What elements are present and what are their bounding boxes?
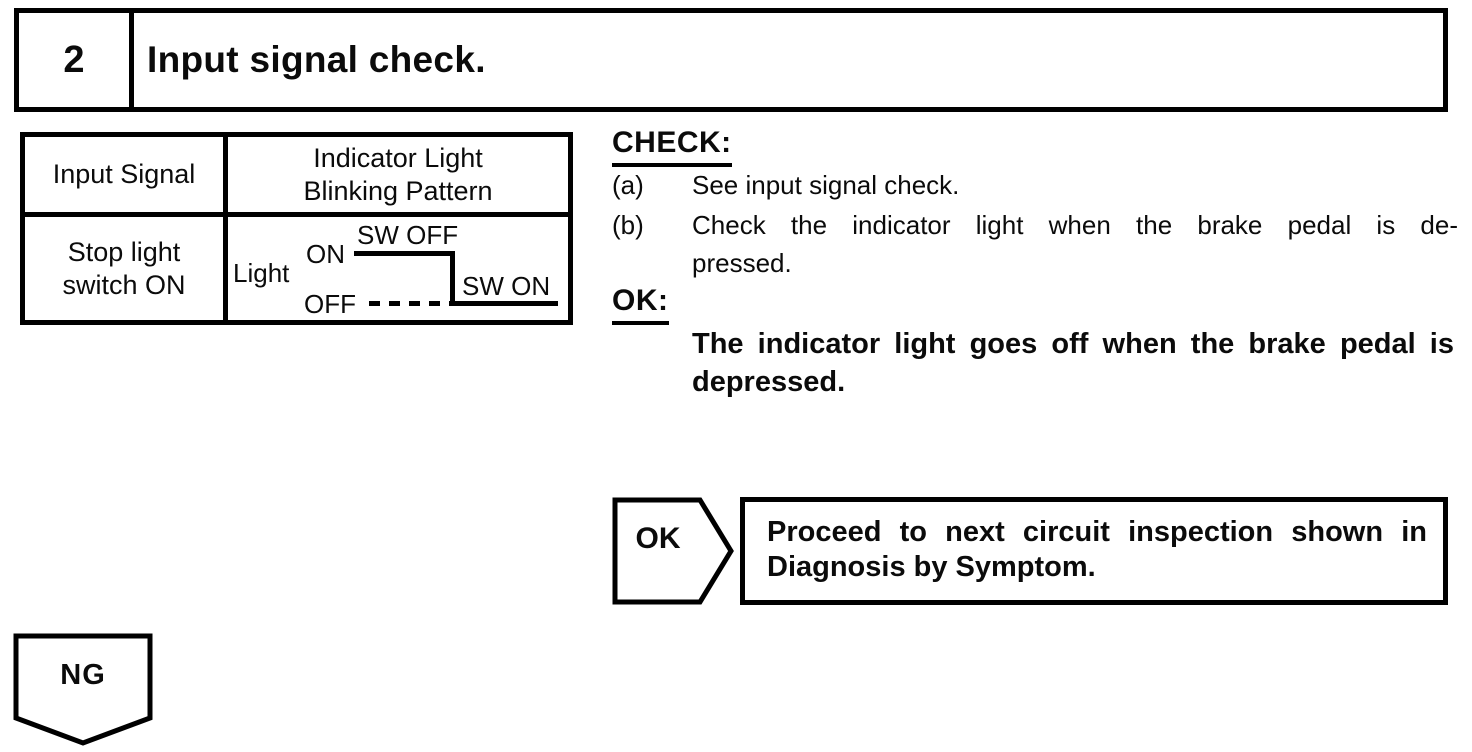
stop-light-line2: switch ON: [62, 269, 186, 300]
table-header-line2: Blinking Pattern: [303, 175, 493, 206]
ok-heading: OK:: [612, 284, 669, 325]
ok-result-line1: The indicator light goes off when the br…: [692, 328, 1454, 360]
item-b-text-line2: pressed.: [692, 248, 792, 278]
table-header-line1: Indicator Light: [313, 142, 483, 173]
table-header-input-signal: Input Signal: [25, 137, 228, 217]
waveform-sw-on-label: SW ON: [462, 271, 551, 301]
waveform-diagram: Light ON SW OFF OFF SW ON: [228, 217, 568, 320]
ng-connector-label: NG: [60, 659, 106, 691]
ok-connector-label: OK: [635, 522, 681, 555]
ok-pentagon-shape: [612, 497, 734, 605]
ng-pentagon-shape: [13, 633, 153, 746]
item-b-text-line1: Check the indicator light when the brake…: [692, 210, 1458, 240]
waveform-on-label: ON: [306, 239, 345, 269]
ok-result-line2: depressed.: [692, 366, 846, 398]
waveform-off-dashed-line: [369, 301, 453, 306]
waveform-falling-edge: [450, 251, 455, 306]
stop-light-line1: Stop light: [67, 236, 181, 267]
ok-flow-connector: OK: [612, 497, 734, 605]
check-heading: CHECK:: [612, 126, 732, 167]
table-header-blinking-pattern: Indicator Light Blinking Pattern: [228, 137, 568, 217]
waveform-low-line: [450, 301, 558, 306]
item-a-text: See input signal check.: [692, 170, 960, 200]
waveform-signal-label: Light: [233, 258, 290, 288]
table-cell-stop-light-switch: Stop light switch ON: [25, 217, 228, 320]
step-header: 2 Input signal check.: [14, 8, 1448, 112]
input-signal-table: Input Signal Indicator Light Blinking Pa…: [20, 132, 573, 325]
ng-flow-connector: NG: [13, 633, 153, 747]
step-title: Input signal check.: [147, 39, 486, 80]
step-number: 2: [19, 13, 134, 107]
waveform-sw-off-label: SW OFF: [357, 220, 459, 250]
waveform-off-label: OFF: [304, 289, 356, 319]
waveform-high-line: [354, 251, 453, 256]
item-b-label: (b): [612, 210, 644, 240]
ok-action-box: Proceed to next circuit inspection shown…: [740, 497, 1448, 605]
item-a-label: (a): [612, 170, 644, 200]
check-section: CHECK: (a) See input signal check. (b) C…: [612, 126, 1458, 416]
ok-action-line2: Diagnosis by Symptom.: [767, 551, 1096, 583]
ok-action-line1: Proceed to next circuit inspection shown…: [767, 516, 1427, 548]
